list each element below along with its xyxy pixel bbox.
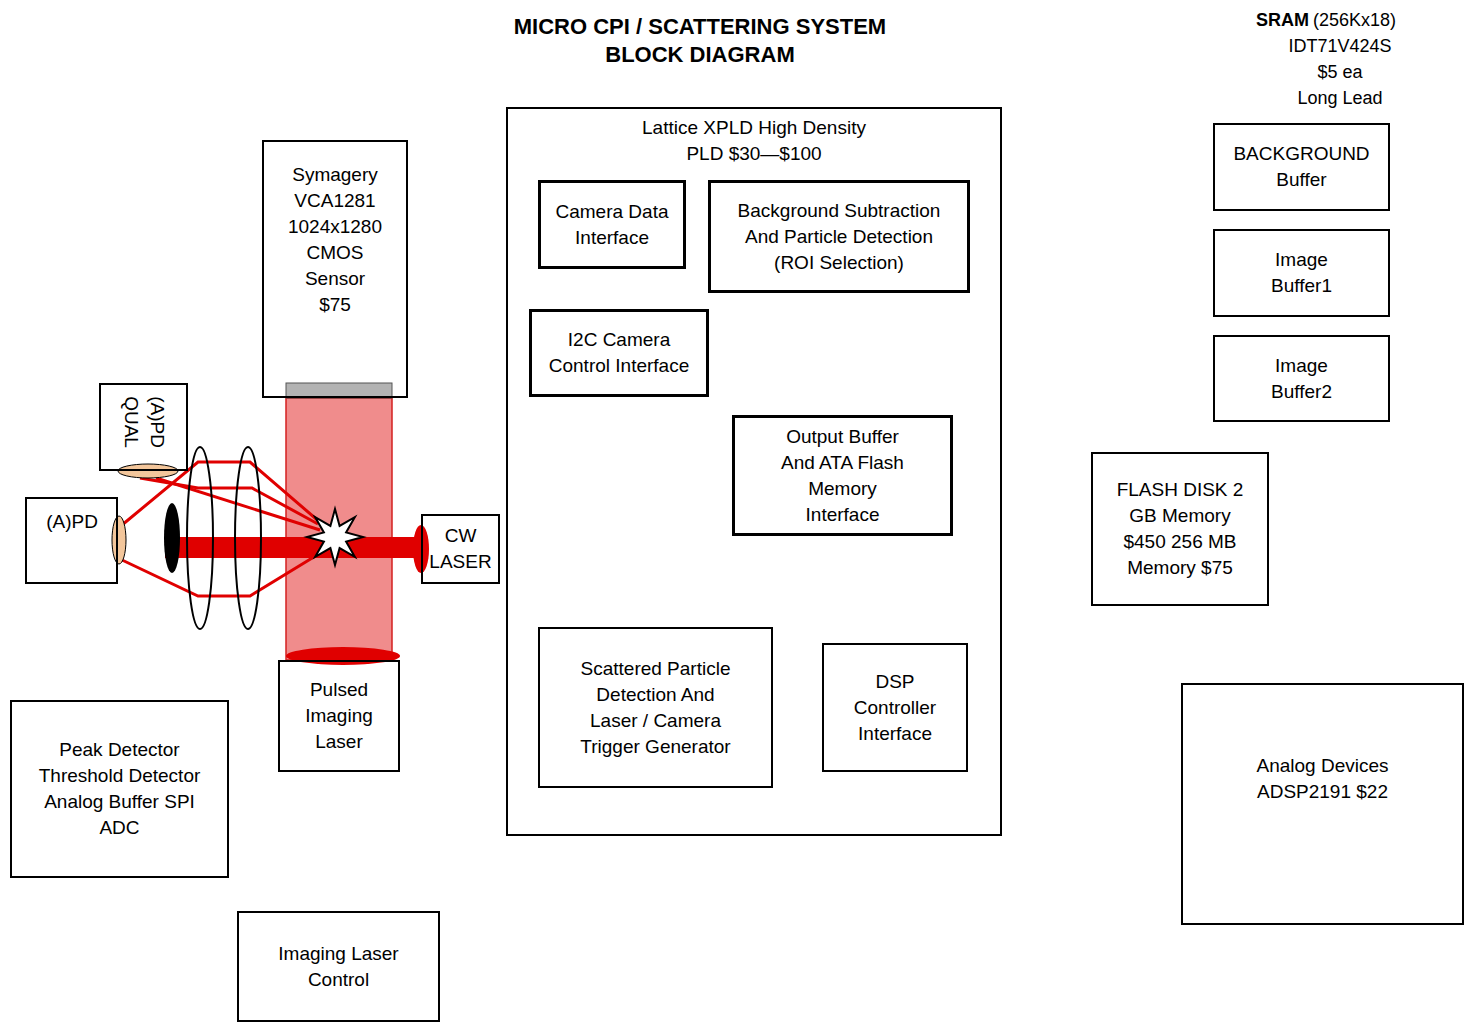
block-label: Scattered Particle Detection And Laser /…: [571, 656, 741, 760]
block-label: Symagery VCA1281 1024x1280 CMOS Sensor $…: [288, 162, 383, 318]
block-label: CW LASER: [426, 523, 496, 575]
sensor-window: [286, 383, 392, 398]
sram-note: Long Lead: [1260, 86, 1420, 110]
container-heading: Lattice XPLD High Density PLD $30—$100: [629, 115, 879, 167]
sram-note: (256Kx18): [1313, 8, 1396, 32]
block-label: Imaging Laser Control: [264, 941, 414, 993]
lens: [187, 447, 213, 629]
block-box: BACKGROUND Buffer: [1213, 123, 1390, 211]
block-box: FLASH DISK 2 GB Memory $450 256 MB Memor…: [1091, 452, 1269, 606]
block-box: Camera Data Interface: [538, 180, 686, 269]
block-box: Output Buffer And ATA Flash Memory Inter…: [732, 415, 953, 536]
sram-note: SRAM: [1256, 8, 1309, 32]
block-box: (A)PD QUAL: [99, 383, 188, 471]
block-box: Background Subtraction And Particle Dete…: [708, 180, 970, 293]
block-box: DSP Controller Interface: [822, 643, 968, 772]
pld-container: Lattice XPLD High Density PLD $30—$100Ca…: [506, 107, 1002, 836]
block-label: Peak Detector Threshold Detector Analog …: [27, 737, 212, 841]
block-label: (A)PD: [37, 509, 107, 535]
block-box: (A)PD: [25, 497, 118, 584]
block-label: Pulsed Imaging Laser: [289, 677, 389, 755]
block-box: I2C Camera Control Interface: [529, 309, 709, 397]
photodiode: [112, 516, 126, 564]
block-box: Analog Devices ADSP2191 $22: [1181, 683, 1464, 925]
photodiode: [118, 464, 178, 478]
block-box: Image Buffer2: [1213, 335, 1390, 422]
block-box: Peak Detector Threshold Detector Analog …: [10, 700, 229, 878]
block-label: Output Buffer And ATA Flash Memory Inter…: [780, 424, 905, 528]
scatter-ray: [122, 552, 322, 596]
block-label: FLASH DISK 2 GB Memory $450 256 MB Memor…: [1108, 477, 1253, 581]
block-label: Analog Devices ADSP2191 $22: [1253, 753, 1393, 805]
block-label: DSP Controller Interface: [845, 669, 945, 747]
beam-stop: [164, 503, 180, 573]
pulsed-laser-aperture: [286, 647, 400, 665]
block-label: I2C Camera Control Interface: [539, 327, 699, 379]
block-box: Scattered Particle Detection And Laser /…: [538, 627, 773, 788]
sram-note: IDT71V424S: [1260, 34, 1420, 58]
block-label: Camera Data Interface: [547, 199, 677, 251]
scatter-particle-star: [307, 509, 363, 565]
sram-note: $5 ea: [1260, 60, 1420, 84]
block-box: Symagery VCA1281 1024x1280 CMOS Sensor $…: [262, 140, 408, 398]
cw-beam: [165, 537, 421, 558]
block-box: Imaging Laser Control: [237, 911, 440, 1022]
block-label: Image Buffer2: [1252, 353, 1352, 405]
block-box: Image Buffer1: [1213, 229, 1390, 317]
block-label: Image Buffer1: [1252, 247, 1352, 299]
block-box: Pulsed Imaging Laser: [278, 660, 400, 772]
block-box: CW LASER: [421, 514, 500, 584]
pulsed-beam: [286, 398, 392, 660]
block-label: (A)PD QUAL: [118, 392, 170, 452]
lens: [235, 447, 261, 629]
block-label: Background Subtraction And Particle Dete…: [727, 198, 952, 276]
block-label: BACKGROUND Buffer: [1227, 141, 1377, 193]
diagram-title: MICRO CPI / SCATTERING SYSTEM BLOCK DIAG…: [480, 13, 920, 69]
